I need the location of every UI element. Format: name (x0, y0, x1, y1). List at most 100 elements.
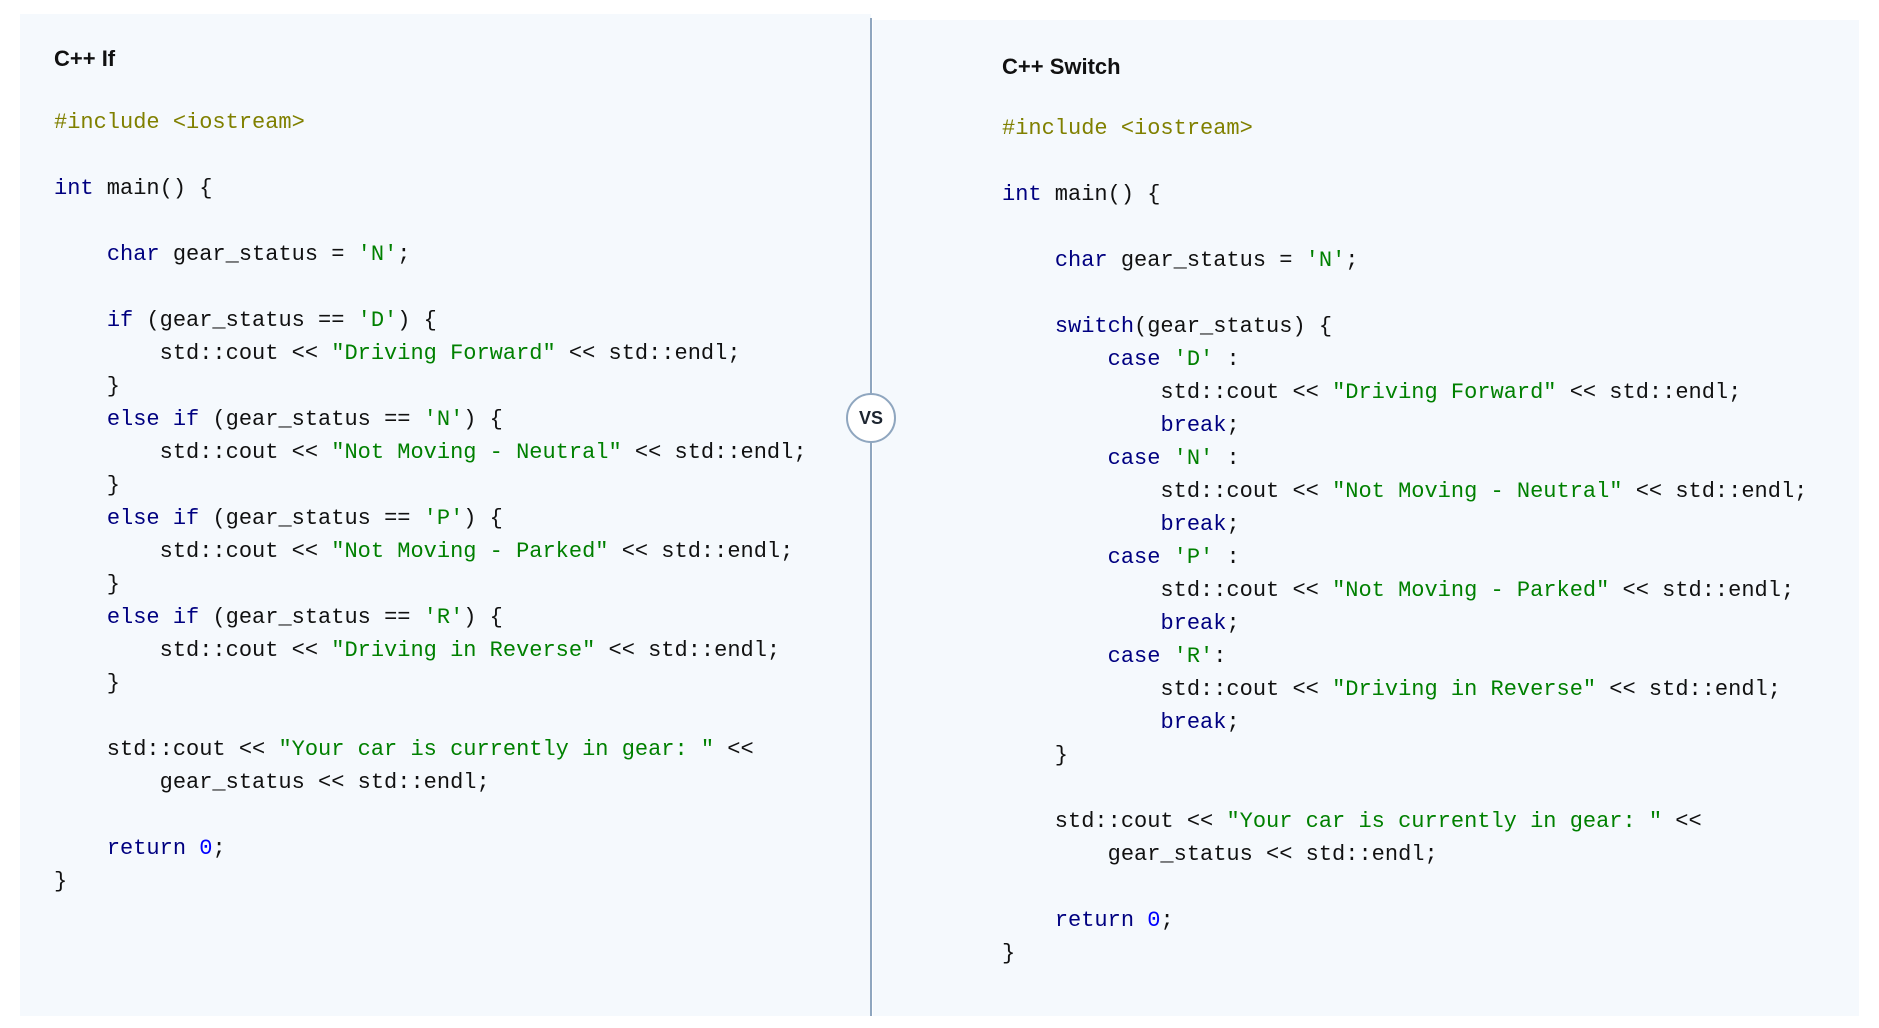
code-text (1002, 908, 1055, 933)
code-text: << std::endl; (1596, 677, 1781, 702)
code-text: (gear_status == (199, 407, 424, 432)
code-string: "Not Moving - Neutral" (331, 440, 622, 465)
switch-panel-title: C++ Switch (1002, 54, 1121, 79)
code-line: else if (gear_status == 'N') { (54, 403, 807, 436)
code-string: "Driving Forward" (1332, 380, 1557, 405)
code-text (1160, 545, 1173, 570)
code-line (1002, 871, 1807, 904)
code-text: main() { (1041, 182, 1161, 207)
code-string: "Not Moving - Parked" (1332, 578, 1610, 603)
code-string: "Driving Forward" (331, 341, 556, 366)
code-text: << std::endl; (555, 341, 741, 366)
code-text (54, 308, 107, 333)
code-text (1160, 446, 1173, 471)
code-text (1002, 545, 1108, 570)
code-keyword: return (106, 836, 187, 861)
code-text: << (714, 737, 754, 762)
code-line (54, 700, 807, 733)
code-text: } (54, 671, 121, 696)
code-line: return 0; (54, 832, 807, 865)
code-string: 'R' (423, 605, 464, 630)
code-text: : (1213, 446, 1240, 471)
code-line: #include <iostream> (1002, 112, 1807, 145)
code-string: "Your car is currently in gear: " (1226, 809, 1663, 834)
code-keyword: if (106, 308, 134, 333)
code-keyword: char (1054, 248, 1108, 273)
code-string: 'P' (1173, 545, 1214, 570)
code-line: } (1002, 739, 1807, 772)
code-text (1002, 644, 1108, 669)
code-text: } (1002, 941, 1016, 966)
code-keyword: break (1160, 611, 1227, 636)
code-text: std::cout << (1002, 578, 1333, 603)
code-line: switch(gear_status) { (1002, 310, 1807, 343)
code-text (1002, 413, 1160, 438)
code-text: << std::endl; (595, 638, 781, 663)
code-line: } (54, 865, 807, 898)
code-line: gear_status << std::endl; (54, 766, 807, 799)
code-keyword: case (1107, 347, 1161, 372)
code-line: std::cout << "Driving in Reverse" << std… (54, 634, 807, 667)
code-line: int main() { (1002, 178, 1807, 211)
code-text: ) { (463, 407, 503, 432)
code-string: "Not Moving - Parked" (331, 539, 609, 564)
code-line: } (54, 370, 807, 403)
code-line: std::cout << "Your car is currently in g… (1002, 805, 1807, 838)
code-text: ; (1226, 413, 1240, 438)
code-line: int main() { (54, 172, 807, 205)
code-line: gear_status << std::endl; (1002, 838, 1807, 871)
code-text: gear_status << std::endl; (1002, 842, 1438, 867)
code-line: break; (1002, 508, 1807, 541)
code-line (1002, 277, 1807, 310)
code-keyword: break (1160, 512, 1227, 537)
code-keyword: else if (106, 605, 200, 630)
code-text: << std::endl; (621, 440, 807, 465)
code-line: return 0; (1002, 904, 1807, 937)
code-text: std::cout << (54, 341, 332, 366)
code-text (1002, 314, 1055, 339)
code-keyword: else if (106, 407, 200, 432)
code-keyword: return (1054, 908, 1135, 933)
code-text (1002, 347, 1108, 372)
code-line: std::cout << "Driving Forward" << std::e… (54, 337, 807, 370)
code-text: (gear_status == (133, 308, 358, 333)
code-string: 'N' (423, 407, 464, 432)
code-text: std::cout << (54, 638, 332, 663)
code-line (54, 139, 807, 172)
code-text (1002, 248, 1055, 273)
code-line: else if (gear_status == 'R') { (54, 601, 807, 634)
code-line: char gear_status = 'N'; (1002, 244, 1807, 277)
code-text: : (1213, 347, 1240, 372)
code-text (54, 407, 107, 432)
if-panel-title: C++ If (54, 46, 116, 71)
code-string: 'P' (423, 506, 464, 531)
code-keyword: break (1160, 710, 1227, 735)
code-string: "Driving in Reverse" (1332, 677, 1597, 702)
code-keyword: char (106, 242, 160, 267)
code-text (1002, 611, 1160, 636)
code-line: break; (1002, 409, 1807, 442)
code-text: } (54, 572, 121, 597)
code-line (54, 271, 807, 304)
code-text: std::cout << (1002, 479, 1333, 504)
code-line (54, 799, 807, 832)
switch-code-panel: C++ Switch #include <iostream> int main()… (873, 20, 1859, 1016)
code-text (1160, 644, 1173, 669)
code-keyword: int (1002, 182, 1042, 207)
code-string: 'D' (1173, 347, 1214, 372)
code-line (1002, 211, 1807, 244)
code-line: } (1002, 937, 1807, 970)
code-string: "Your car is currently in gear: " (278, 737, 715, 762)
code-line: case 'D' : (1002, 343, 1807, 376)
code-text: std::cout << (54, 737, 279, 762)
code-text: (gear_status == (199, 506, 424, 531)
switch-code-block: #include <iostream> int main() { char gea… (1002, 112, 1807, 970)
code-text: } (54, 374, 121, 399)
code-line: std::cout << "Not Moving - Neutral" << s… (1002, 475, 1807, 508)
code-text: << (1662, 809, 1702, 834)
code-line: std::cout << "Not Moving - Parked" << st… (1002, 574, 1807, 607)
code-line: std::cout << "Driving Forward" << std::e… (1002, 376, 1807, 409)
code-text: std::cout << (1002, 677, 1333, 702)
code-text: ; (1160, 908, 1174, 933)
code-line (54, 205, 807, 238)
